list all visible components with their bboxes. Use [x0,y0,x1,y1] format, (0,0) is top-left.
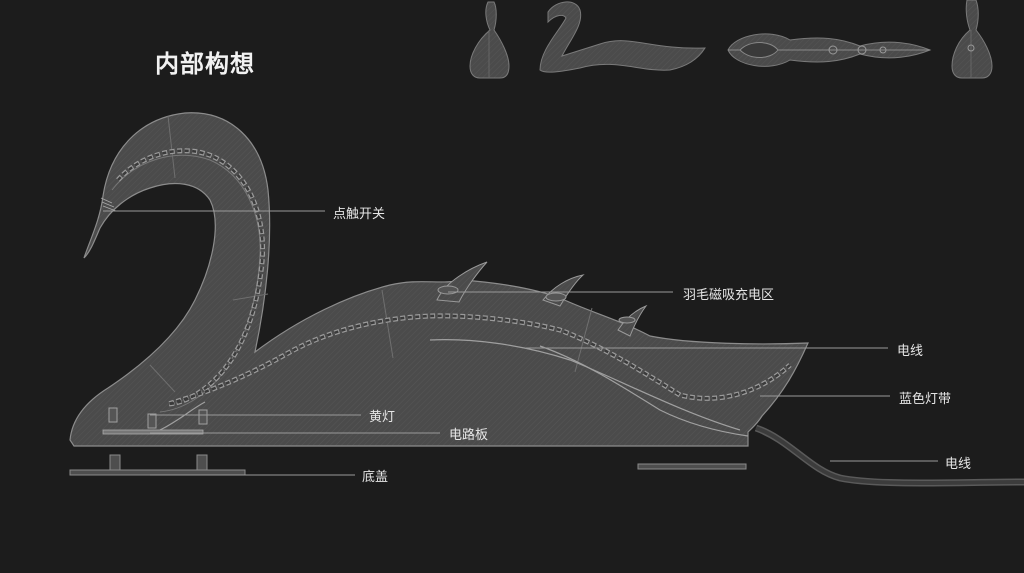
label-yellow-light: 黄灯 [369,410,396,425]
yellow-lights [108,407,208,429]
label-wire-top: 电线 [897,344,924,359]
touch-switch-area [100,197,117,212]
thumbnail-front-view [469,1,510,79]
power-cable [754,424,1024,487]
circuit-board [102,429,204,435]
thumbnail-top-view [727,33,932,67]
section-lines [149,115,593,393]
thumbnail-side-view [539,1,706,73]
label-touch-switch: 点触开关 [333,207,386,222]
label-wire-bottom: 电线 [945,457,972,472]
page-title: 内部构想 [155,49,255,78]
leader-lines [103,210,938,476]
label-feather-zone: 羽毛磁吸充电区 [683,288,775,303]
label-base-cover: 底盖 [362,470,389,485]
base-cover [69,454,747,476]
feather-clips [436,261,648,337]
label-circuit-board: 电路板 [449,428,489,443]
swan-body [69,112,809,447]
thumbnail-back-view [951,0,993,79]
label-blue-strip: 蓝色灯带 [899,392,952,407]
